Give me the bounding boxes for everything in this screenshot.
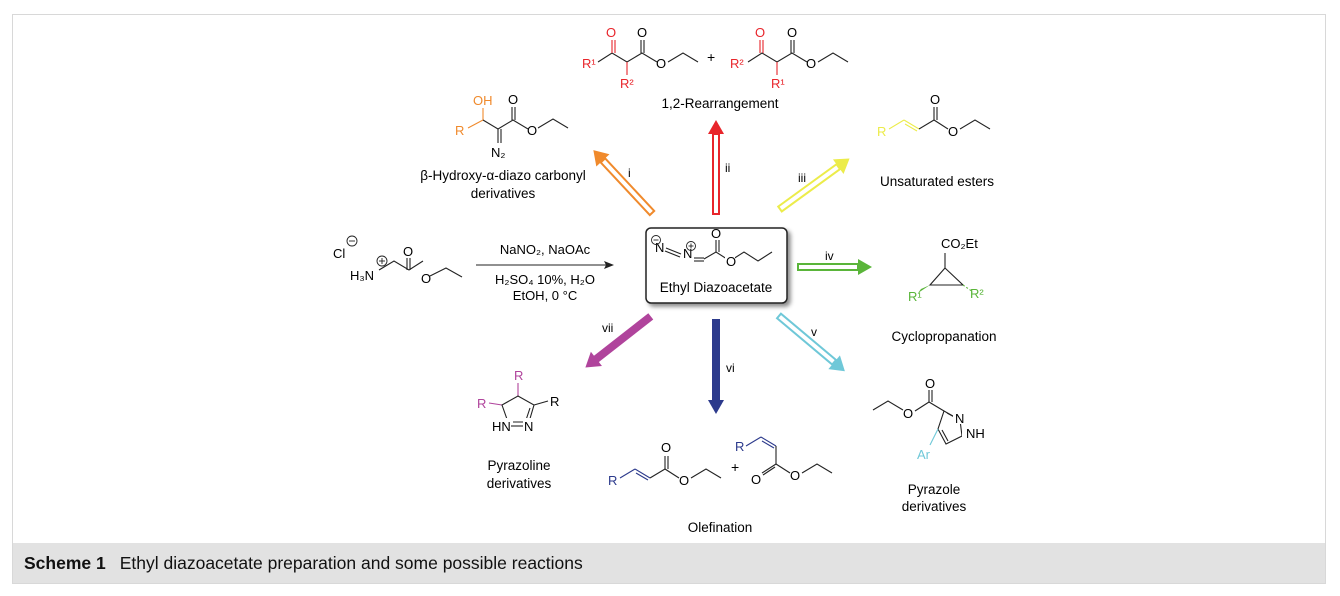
olefin-o4: O (790, 468, 800, 483)
ammonium-label: H₃N (350, 268, 374, 283)
rearr-label: 1,2-Rearrangement (661, 96, 778, 111)
cyclopropane-product: CO₂Et R¹ R² Cyclopropanation (891, 236, 996, 344)
cyclo-r1: R¹ (908, 289, 922, 304)
pyrazole-o1: O (903, 406, 913, 421)
rearr-o1: O (606, 25, 616, 40)
unsat-o1: O (930, 92, 940, 107)
rearr-o4: O (755, 25, 765, 40)
eda-carbonyl-o: O (711, 226, 721, 241)
olefination-product: R O O + R O O Olefination (608, 436, 833, 535)
arrow-vii-label: vii (602, 321, 613, 335)
olefin-r1: R (608, 473, 617, 488)
arrow-ii-label: ii (725, 161, 730, 175)
olefin-plus: + (731, 459, 739, 475)
unsat-o2: O (948, 124, 958, 139)
caption-bar (13, 543, 1325, 583)
hydroxy-diazo-product: OH R N₂ O O β-Hydroxy-α-diazo carbonyl d… (420, 92, 586, 201)
rearr-o5: O (787, 25, 797, 40)
arrow-i (593, 150, 656, 217)
arrow-iv (797, 259, 872, 275)
pyrazoline-n: N (524, 419, 533, 434)
arrow-v (775, 312, 845, 372)
rearr-o2: O (637, 25, 647, 40)
pyrazoline-product: R R R HN N Pyrazoline derivatives (477, 368, 559, 491)
hydroxy-o1: O (508, 92, 518, 107)
arrow-ii (708, 120, 724, 215)
arrow-iii-label: iii (798, 171, 806, 185)
pyrazoline-hn: HN (492, 419, 511, 434)
arrow-vi-label: vi (726, 361, 735, 375)
pyrazoline-label2: derivatives (487, 476, 552, 491)
rearrangement-product: R¹ O R² O O + R² O R¹ O O 1,2-Rearrangem… (582, 25, 849, 111)
conditions-line3: EtOH, 0 °C (513, 288, 577, 303)
chloride-label: Cl (333, 246, 345, 261)
pyrazoline-r-top: R (514, 368, 523, 383)
rearr-r1a: R¹ (582, 56, 596, 71)
pyrazole-label2: derivatives (902, 499, 967, 514)
pyrazole-n: N (955, 411, 964, 426)
reagent-carbonyl-o: O (403, 244, 413, 259)
hydroxy-n2: N₂ (491, 145, 505, 160)
hydroxy-oh: OH (473, 93, 493, 108)
pyrazoline-r-left: R (477, 396, 486, 411)
unsat-r: R (877, 124, 886, 139)
hydroxy-label2: derivatives (471, 186, 536, 201)
cyclo-label: Cyclopropanation (891, 329, 996, 344)
cyclo-co2et: CO₂Et (941, 236, 978, 251)
hydroxy-r: R (455, 123, 464, 138)
rearr-plus: + (707, 49, 715, 65)
glycine-ester-reagent: Cl H₃N O O (333, 235, 463, 286)
arrow-iii (776, 158, 850, 213)
caption-label: Scheme 1 (24, 553, 106, 573)
pyrazoline-label1: Pyrazoline (487, 458, 550, 473)
pyrazole-nh: NH (966, 426, 985, 441)
rearr-r1b: R¹ (771, 76, 785, 91)
conditions-line1: NaNO₂, NaOAc (500, 242, 591, 257)
preparation-arrow: NaNO₂, NaOAc H₂SO₄ 10%, H₂O EtOH, 0 °C (476, 242, 614, 303)
pyrazoline-r-right: R (550, 394, 559, 409)
unsat-label: Unsaturated esters (880, 174, 994, 189)
rearr-r2a: R² (620, 76, 634, 91)
arrow-i-label: i (628, 166, 631, 180)
rearr-o6: O (806, 56, 816, 71)
eda-n-plus: N (683, 246, 692, 261)
unsaturated-ester-product: R O O Unsaturated esters (877, 92, 994, 189)
pyrazole-product: O O N NH Ar Pyrazole derivatives (872, 376, 988, 514)
cyclo-r2: R² (970, 286, 984, 301)
reagent-ester-o: O (421, 271, 431, 286)
figure-caption: Scheme 1 Ethyl diazoacetate preparation a… (24, 553, 583, 574)
edа-n-minus: N (655, 240, 664, 255)
ethyl-diazoacetate-box: N N O O Ethyl Diazoacetate (645, 226, 788, 304)
arrow-v-label: v (811, 325, 817, 339)
olefin-label: Olefination (688, 520, 753, 535)
olefin-o3: O (751, 472, 761, 487)
rearr-o3: O (656, 56, 666, 71)
caption-text: Ethyl diazoacetate preparation and some … (119, 553, 583, 573)
conditions-line2: H₂SO₄ 10%, H₂O (495, 272, 595, 287)
eda-label: Ethyl Diazoacetate (660, 280, 773, 295)
pyrazole-o2: O (925, 376, 935, 391)
hydroxy-label1: β-Hydroxy-α-diazo carbonyl (420, 168, 586, 183)
rearr-r2b: R² (730, 56, 744, 71)
hydroxy-o2: O (527, 123, 537, 138)
arrow-vii (585, 313, 654, 368)
olefin-o1: O (661, 440, 671, 455)
pyrazole-ar: Ar (917, 447, 931, 462)
pyrazole-label1: Pyrazole (908, 482, 961, 497)
olefin-o2: O (679, 473, 689, 488)
arrow-vi (708, 319, 724, 414)
eda-ester-o: O (726, 254, 736, 269)
olefin-r2: R (735, 439, 744, 454)
arrow-iv-label: iv (825, 249, 834, 263)
